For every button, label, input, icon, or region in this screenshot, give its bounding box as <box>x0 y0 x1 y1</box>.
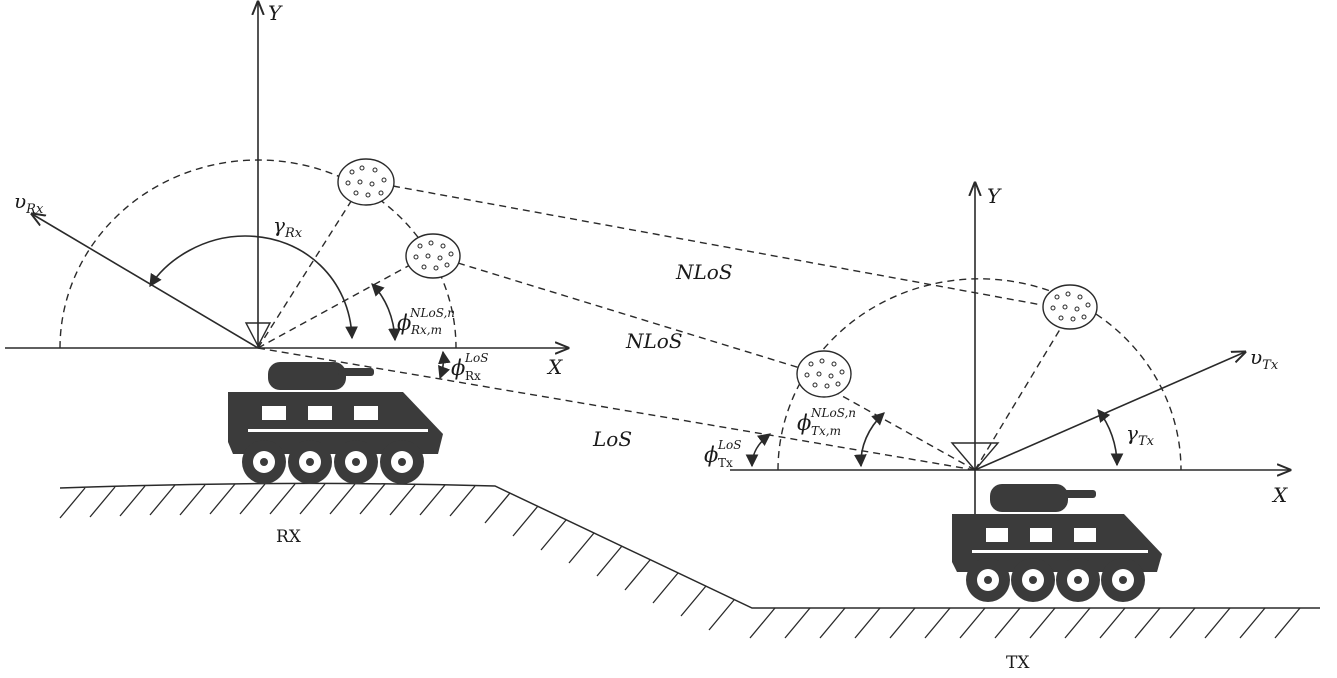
nlos-label-1: NLoS <box>675 260 733 284</box>
tx-to-scatterer-1 <box>835 392 975 470</box>
rx-x-axis-label: X <box>546 355 563 379</box>
tx-coordinate-system <box>730 183 1290 520</box>
svg-text:Tx,m: Tx,m <box>811 424 841 438</box>
svg-text:ϕ: ϕ <box>451 356 465 380</box>
rx-phi-los-label: ϕ LoS Rx <box>451 351 488 383</box>
rx-phi-nlos-label: ϕ NLoS,n Rx,m <box>397 306 455 337</box>
nlos-label-2: NLoS <box>625 329 683 353</box>
tx-phi-nlos-label: ϕ NLoS,n Tx,m <box>797 406 856 438</box>
scatterer-1-to-tx-scatterer-2 <box>393 186 1042 305</box>
tx-label: TX <box>1006 653 1030 673</box>
scatterer-rx-2 <box>406 234 460 278</box>
tx-velocity-vector <box>975 352 1245 470</box>
rx-gamma-label: γRx <box>273 213 303 241</box>
scatterer-rx-1 <box>338 159 394 205</box>
tx-phi-los-arc <box>752 434 770 466</box>
rx-phi-nlos-arc <box>372 284 395 340</box>
tx-gamma-label: γTx <box>1126 421 1155 449</box>
los-label: LoS <box>592 427 632 451</box>
svg-text:ϕ: ϕ <box>704 443 718 467</box>
tx-velocity-label: υTx <box>1250 345 1279 373</box>
rx-coordinate-system <box>5 2 568 378</box>
tx-gamma-arc <box>1098 410 1117 465</box>
scatterer-tx-2 <box>1043 285 1097 329</box>
rx-y-axis-label: Y <box>268 1 283 25</box>
svg-text:NLoS,n: NLoS,n <box>810 406 856 420</box>
rx-armored-vehicle-icon <box>228 362 443 484</box>
scatterer-tx-1 <box>797 351 851 397</box>
tx-armored-vehicle-icon <box>952 484 1162 602</box>
rx-velocity-label: υRx <box>14 189 44 217</box>
rx-label: RX <box>276 527 302 547</box>
tx-to-scatterer-2 <box>975 326 1062 470</box>
svg-text:Rx: Rx <box>465 369 481 383</box>
tx-y-axis-label: Y <box>987 184 1002 208</box>
svg-text:LoS: LoS <box>464 351 488 365</box>
tx-phi-nlos-arc <box>861 413 884 466</box>
svg-text:LoS: LoS <box>717 438 741 452</box>
rx-velocity-vector <box>32 214 258 348</box>
rx-phi-los-arc <box>440 352 443 378</box>
tx-phi-los-label: ϕ LoS Tx <box>704 438 741 470</box>
svg-text:Rx,m: Rx,m <box>410 323 442 337</box>
tx-x-axis-label: X <box>1271 483 1288 507</box>
svg-text:ϕ: ϕ <box>797 411 811 435</box>
svg-text:Tx: Tx <box>718 456 733 470</box>
svg-text:NLoS,n: NLoS,n <box>409 306 455 320</box>
